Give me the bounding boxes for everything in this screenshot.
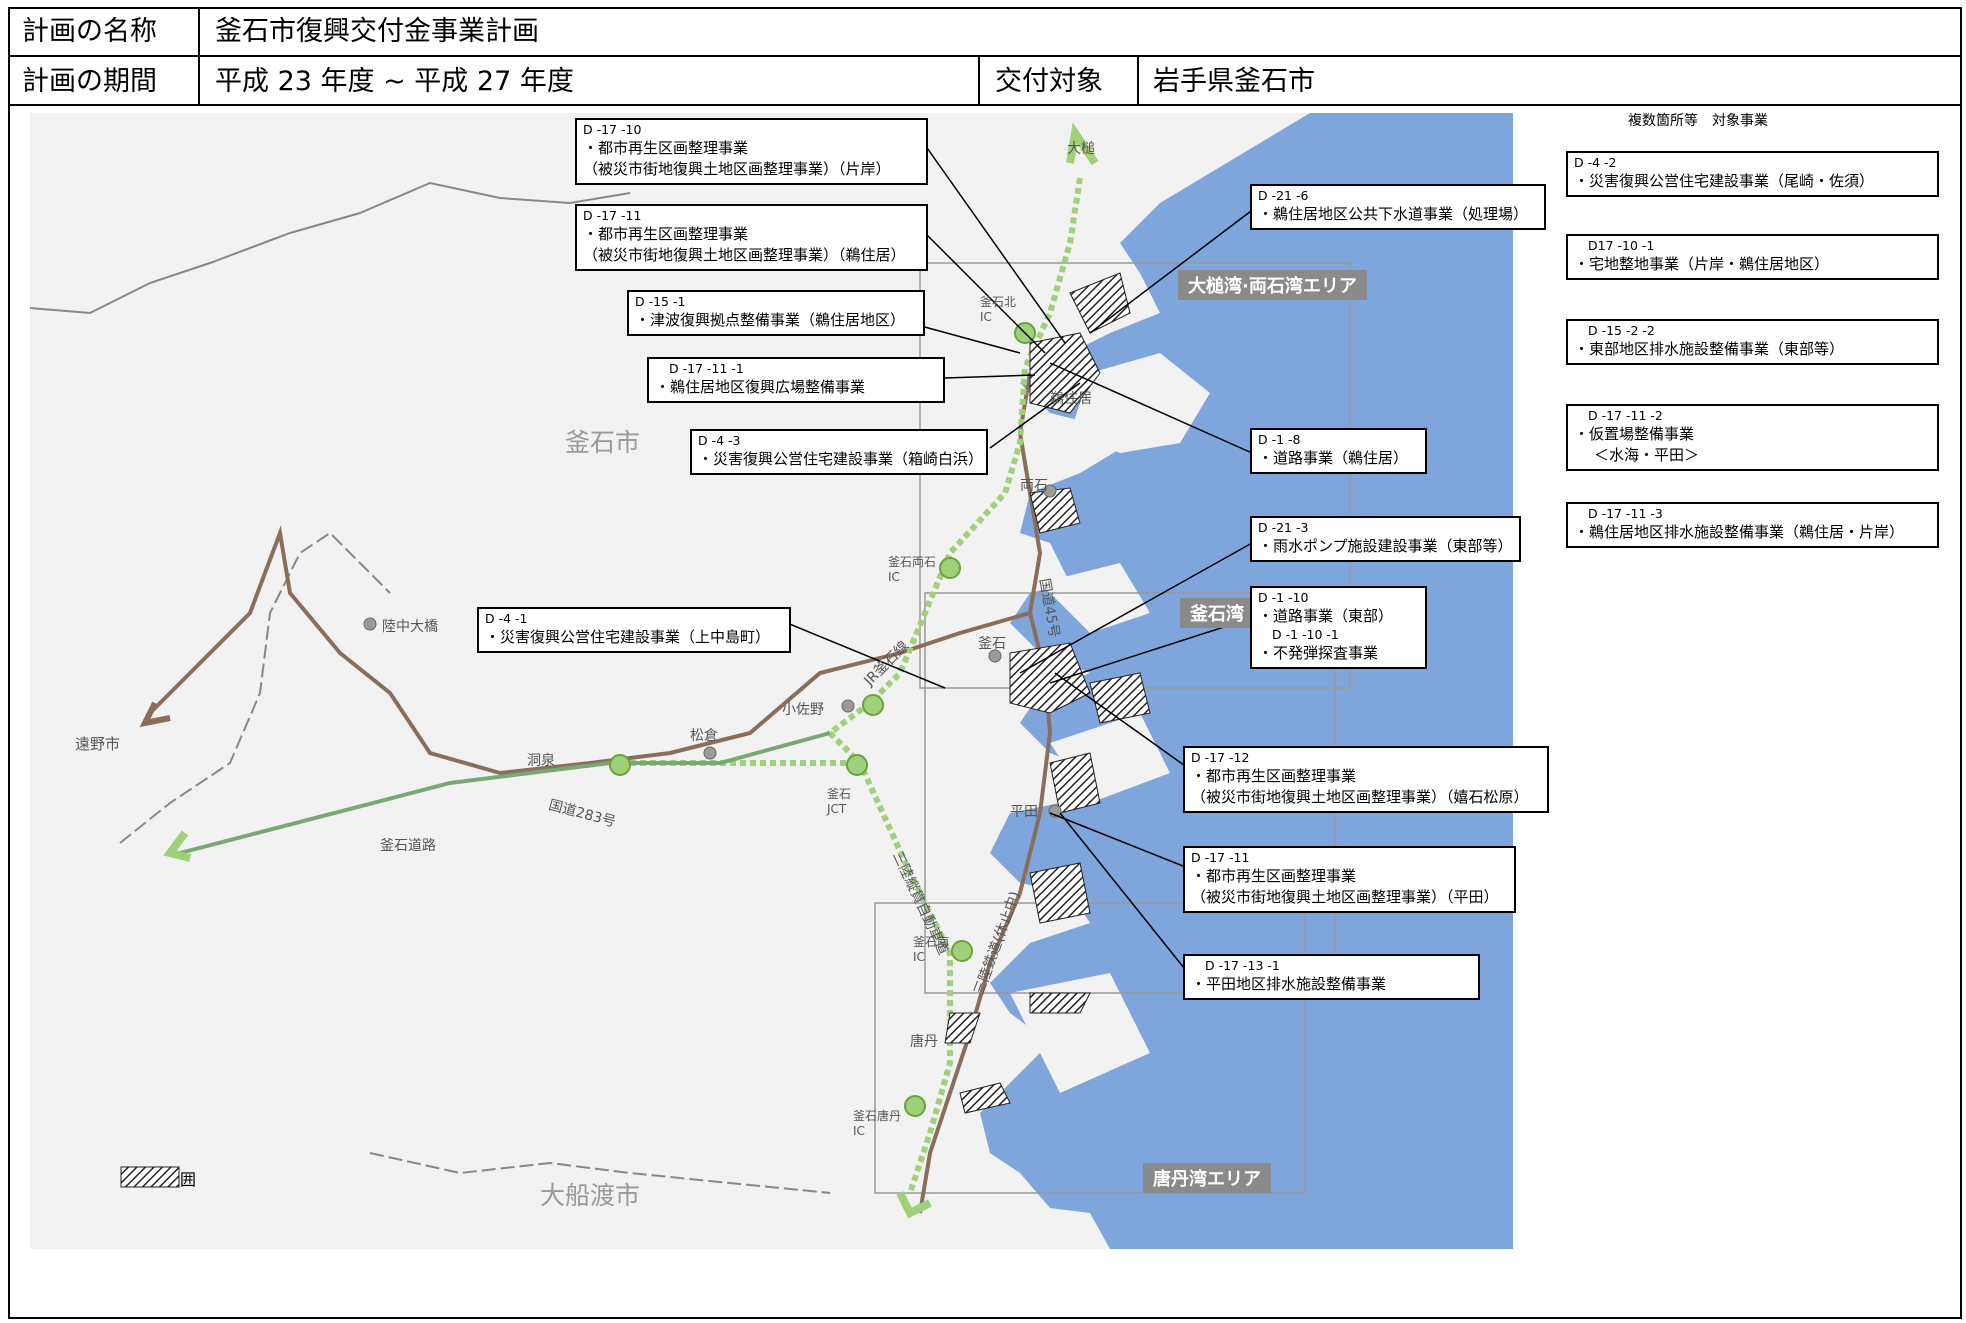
flood-areas [944, 272, 1151, 1114]
callout: D -4 -1 ・災害復興公営住宅建設事業（上中島町） [477, 607, 791, 653]
side-item: D -4 -2 ・災害復興公営住宅建設事業（尾崎・佐須） [1566, 151, 1939, 197]
area-toni-bay: 唐丹湾エリア [1143, 1163, 1271, 1193]
area-kamaishi-bay: 釜石湾 [1180, 598, 1254, 628]
callout: D -1 -10 ・道路事業（東部） D -1 -10 -1 ・不発弾探査事業 [1250, 586, 1427, 669]
plan-period-label: 計画の期間 [22, 66, 157, 97]
plan-period-value: 平成 23 年度 ~ 平成 27 年度 [215, 66, 574, 97]
area-otsuchi-ryoishi: 大槌湾·両石湾エリア [1178, 270, 1367, 300]
place-unosumai: 鵜住居 [1050, 391, 1092, 407]
place-heita: 平田 [1010, 804, 1038, 820]
header-col-divider-3 [1137, 55, 1139, 106]
side-item: D -17 -11 -2 ・仮置場整備事業 ＜水海・平田＞ [1566, 404, 1939, 471]
place-kosano: 小佐野 [782, 702, 824, 718]
callout: D -17 -11 ・都市再生区画整理事業 （被災市街地復興土地区画整理事業）（… [575, 204, 928, 271]
place-otsuchi: 大槌 [1067, 141, 1095, 157]
callout: D -21 -6 ・鵜住居地区公共下水道事業（処理場） [1250, 184, 1546, 230]
map: 大槌 釜石市 遠野市 大船渡市 陸中大橋 洞泉 松倉 小佐野 釜石 平田 唐丹 … [30, 113, 1513, 1249]
road-kamaishi: 釜石道路 [380, 838, 436, 854]
callout: D -1 -8 ・道路事業（鵜住居） [1250, 428, 1427, 474]
place-rikuchu-ohashi: 陸中大橋 [382, 619, 438, 635]
place-tono-city: 遠野市 [75, 735, 121, 753]
plan-name-value: 釜石市復興交付金事業計画 [215, 16, 539, 47]
callout: D -17 -12 ・都市再生区画整理事業 （被災市街地復興土地区画整理事業）（… [1183, 746, 1549, 813]
place-ryoishi: 両石 [1020, 478, 1048, 494]
plan-name-label: 計画の名称 [22, 16, 157, 47]
place-dosen: 洞泉 [527, 753, 555, 769]
kamaishi-road [179, 731, 831, 855]
callout: D -17 -11 -1 ・鵜住居地区復興広場整備事業 [647, 357, 945, 403]
target-label: 交付対象 [995, 66, 1103, 97]
callout: D -21 -3 ・雨水ポンプ施設建設事業（東部等） [1250, 516, 1521, 562]
place-toni: 唐丹 [910, 1034, 938, 1050]
route-283 [148, 372, 1043, 776]
side-title: 複数箇所等 対象事業 [1628, 113, 1768, 129]
target-value: 岩手県釜石市 [1153, 66, 1315, 97]
place-matsukura: 松倉 [690, 728, 718, 744]
place-kamaishi: 釜石 [978, 636, 1006, 652]
plan-frame [8, 7, 1962, 1319]
header-divider-1 [8, 55, 1962, 57]
leader-lines [774, 137, 1256, 974]
callout: D -17 -11 ・都市再生区画整理事業 （被災市街地復興土地区画整理事業）（… [1183, 846, 1516, 913]
callout: D -4 -3 ・災害復興公営住宅建設事業（箱崎白浜） [690, 429, 988, 475]
callout: D -17 -13 -1 ・平田地区排水施設整備事業 [1183, 954, 1480, 1000]
callout: D -15 -1 ・津波復興拠点整備事業（鵜住居地区） [627, 290, 925, 336]
place-ofunato-city: 大船渡市 [540, 1181, 641, 1210]
flood-legend-swatch [120, 1166, 180, 1188]
header-col-divider [198, 7, 200, 106]
header-divider-2 [8, 104, 1962, 106]
legend: 浸水範囲 [120, 1166, 196, 1190]
side-item: D17 -10 -1 ・宅地整地事業（片岸・鵜住居地区） [1566, 234, 1939, 280]
side-item: D -15 -2 -2 ・東部地区排水施設整備事業（東部等） [1566, 319, 1939, 365]
header-col-divider-2 [978, 55, 980, 106]
callout: D -17 -10 ・都市再生区画整理事業 （被災市街地復興土地区画整理事業）（… [575, 118, 928, 185]
place-kamaishi-city: 釜石市 [565, 428, 641, 457]
side-item: D -17 -11 -3 ・鵜住居地区排水施設整備事業（鵜住居・片岸） [1566, 502, 1939, 548]
